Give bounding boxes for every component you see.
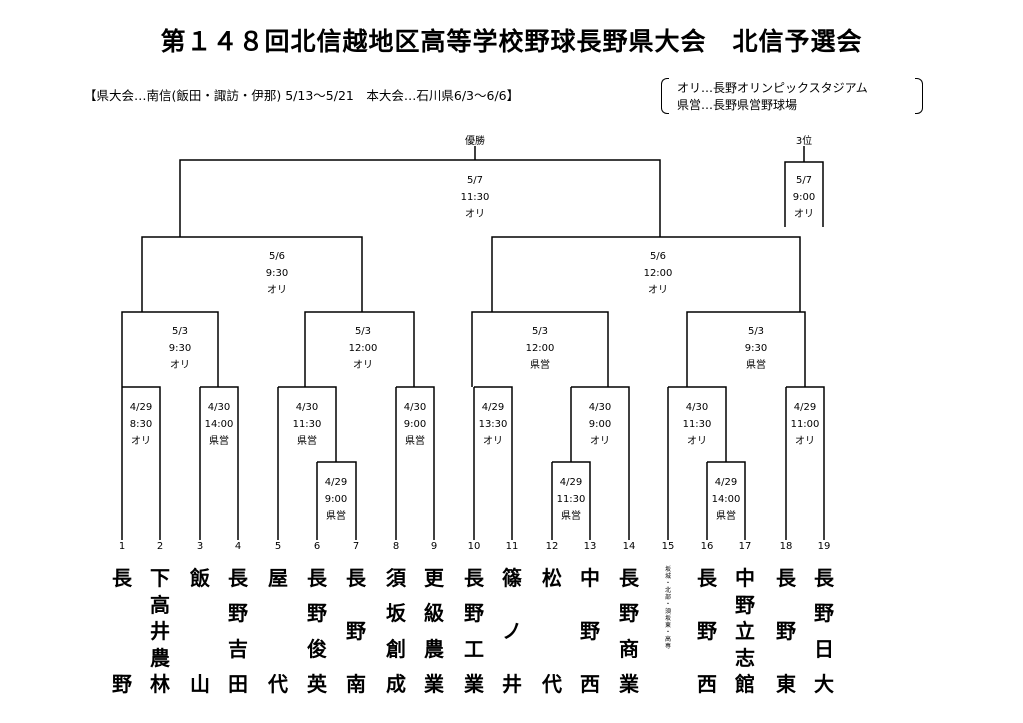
team-number: 5 [274, 541, 282, 552]
r2-line [199, 386, 239, 540]
team-number: 14 [622, 541, 636, 552]
team-name: 屋代 [268, 566, 288, 696]
team-number: 15 [661, 541, 675, 552]
qf1-line [121, 311, 219, 387]
p2-line [551, 461, 591, 540]
venue-legend-oli: オリ…長野オリンピックスタジアム [677, 81, 868, 95]
r3-line [277, 386, 337, 540]
team-number: 4 [234, 541, 242, 552]
team-name: 長野工業 [464, 566, 484, 696]
team-name: 長野 [112, 566, 132, 696]
schedule-info: 【県大会…南信(飯田・諏訪・伊那) 5/13～5/21 本大会…石川県6/3～6… [84, 88, 520, 103]
team-name: 松代 [542, 566, 562, 696]
team-number: 11 [505, 541, 519, 552]
team-number: 6 [313, 541, 321, 552]
team-number: 13 [583, 541, 597, 552]
team-number: 8 [392, 541, 400, 552]
page-title: 第１４８回北信越地区高等学校野球長野県大会 北信予選会 [160, 27, 863, 56]
team-name: 長野東 [776, 566, 796, 696]
r5-line [473, 386, 513, 540]
r1-line [121, 386, 161, 540]
r7-line [667, 386, 727, 540]
qf4-line [686, 311, 806, 387]
bracket-close-mark [915, 78, 923, 114]
team-number: 12 [545, 541, 559, 552]
venue-legend: オリ…長野オリンピックスタジアム 県営…長野県営野球場 [661, 78, 923, 114]
team-name: 飯山 [190, 566, 210, 696]
team-name: 下高井農林 [150, 566, 170, 696]
r6-line [570, 386, 630, 540]
team-name: 長野吉田 [228, 566, 248, 696]
team-number: 1 [118, 541, 126, 552]
team-name: 中野立志館 [735, 566, 755, 696]
team-name: 長野俊英 [307, 566, 327, 696]
team-name: 篠ノ井 [502, 566, 522, 696]
team-number: 2 [156, 541, 164, 552]
r8-line [785, 386, 825, 540]
team-number: 7 [352, 541, 360, 552]
team-name: 長野日大 [814, 566, 834, 696]
p3-line [706, 461, 746, 540]
semi-left-line [141, 236, 363, 312]
team-name: 坂城・北部・須坂東・高専 [664, 566, 671, 650]
semi-right-line [491, 236, 801, 312]
team-number: 18 [779, 541, 793, 552]
final-line [179, 146, 661, 237]
team-name: 長野西 [697, 566, 717, 696]
team-number: 16 [700, 541, 714, 552]
r4-line [395, 386, 435, 540]
team-number: 9 [430, 541, 438, 552]
champion-label: 優勝 [465, 136, 485, 147]
team-name: 更級農業 [424, 566, 444, 696]
team-number: 19 [817, 541, 831, 552]
qf2-line [304, 311, 415, 387]
qf3-line [471, 311, 609, 387]
team-number: 3 [196, 541, 204, 552]
team-number: 10 [467, 541, 481, 552]
team-name: 長野商業 [619, 566, 639, 696]
p1-line [316, 461, 357, 540]
team-number: 17 [738, 541, 752, 552]
team-name: 中野西 [580, 566, 600, 696]
team-name: 須坂創成 [386, 566, 406, 696]
bracket-open-mark [661, 78, 669, 114]
third-place-line [784, 146, 824, 227]
venue-legend-kenei: 県営…長野県営野球場 [677, 98, 798, 112]
third-place-label: 3位 [795, 136, 813, 147]
team-name: 長野南 [346, 566, 366, 696]
